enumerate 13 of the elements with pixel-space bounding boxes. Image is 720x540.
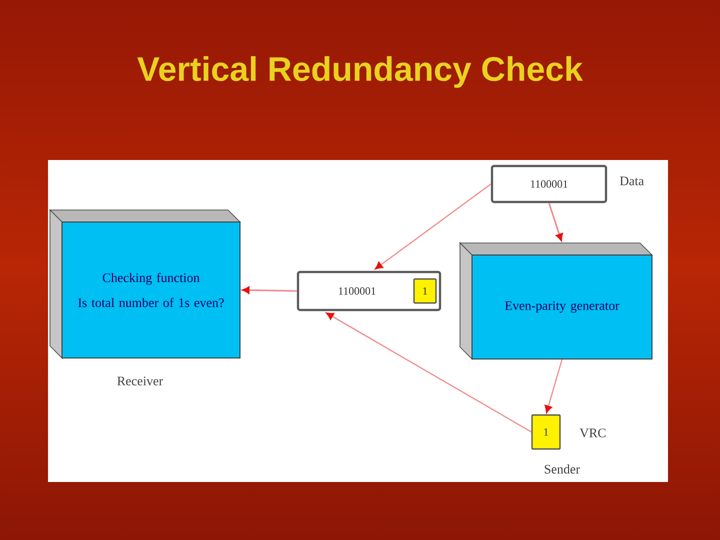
- data-box: 1100001 Data: [490, 164, 644, 204]
- node-label: VRC: [580, 428, 606, 438]
- node-label: Sender: [544, 464, 580, 474]
- node-label: Receiver: [117, 376, 163, 386]
- parity-bit-box: 1 VRC Sender: [531, 414, 606, 474]
- arrow: [374, 184, 492, 270]
- arrow: [242, 286, 297, 294]
- node-label: Data: [620, 176, 644, 186]
- title: Vertical Redundancy Check: [137, 56, 583, 88]
- arrow: [548, 202, 563, 241]
- parity-bit-box: 1: [413, 278, 437, 304]
- arrow: [544, 359, 563, 414]
- arrow: [326, 312, 532, 432]
